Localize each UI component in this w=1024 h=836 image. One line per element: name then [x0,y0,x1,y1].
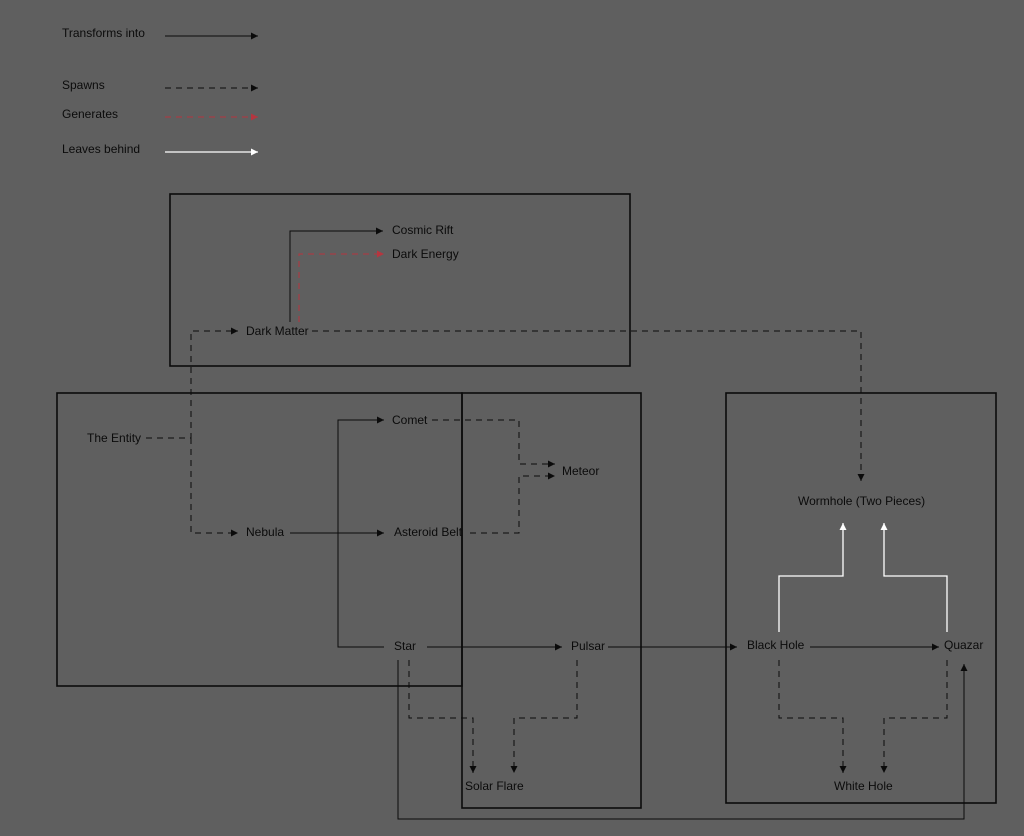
node-white-hole: White Hole [834,779,893,793]
node-the-entity: The Entity [87,431,142,445]
edge-quazar-to-wormhole [880,523,948,632]
edge-star-to-comet [337,416,384,648]
node-asteroid-belt: Asteroid Belt [394,525,463,539]
node-solar-flare: Solar Flare [465,779,524,793]
edge-dark-matter-to-wormhole [312,330,865,481]
node-cosmic-rift: Cosmic Rift [392,223,454,237]
generates-edges [298,250,384,322]
node-wormhole: Wormhole (Two Pieces) [798,494,926,508]
edge-dark-matter-to-cosmic-rift [289,227,383,322]
group-box-dark-matter [169,193,631,367]
node-pulsar: Pulsar [571,639,606,653]
spawns-edges [146,327,948,773]
edge-quazar-to-white-hole [880,660,948,773]
legend-lines [165,32,258,156]
legend-generates-label: Generates [62,107,119,121]
leaves-behind-edges [778,523,948,632]
transforms-edges [289,227,968,820]
node-meteor: Meteor [562,464,600,478]
node-nebula: Nebula [246,525,285,539]
node-black-hole: Black Hole [747,638,805,652]
edge-black-hole-to-wormhole [778,523,847,632]
edge-pulsar-to-solar-flare [510,660,578,773]
edge-star-to-solar-flare [408,660,477,773]
group-box-star [461,392,642,809]
edge-entity-to-nebula [190,438,238,537]
edge-entity-to-dark-matter [146,327,238,439]
edge-dark-matter-to-dark-energy [298,250,384,322]
legend-spawns-label: Spawns [62,78,105,92]
edge-asteroid-belt-to-meteor [470,472,555,534]
node-quazar: Quazar [944,638,984,652]
edge-black-hole-to-white-hole [778,660,847,773]
edge-comet-to-meteor [432,419,555,468]
group-boxes [56,193,997,809]
node-star: Star [394,639,417,653]
edge-star-to-quazar [397,660,968,820]
legend-leaves-label: Leaves behind [62,142,141,156]
legend-transforms-label: Transforms into [62,26,145,40]
node-dark-matter: Dark Matter [246,324,309,338]
node-dark-energy: Dark Energy [392,247,459,261]
node-comet: Comet [392,413,428,427]
